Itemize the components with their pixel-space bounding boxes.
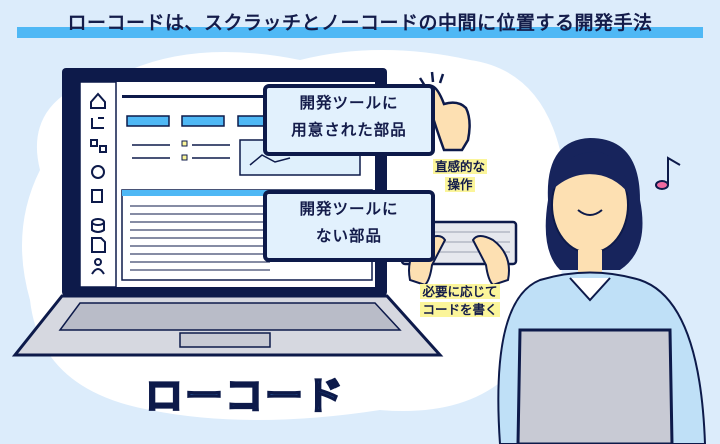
lowcode-logo: ローコード [144, 373, 346, 419]
label-text: 必要に応じて [420, 284, 500, 299]
component-block [181, 115, 225, 127]
laptop-back [516, 328, 674, 444]
label-text: 直感的な [432, 159, 487, 174]
bubble-missing-parts: 開発ツールに ない部品 [263, 190, 435, 262]
flow-icon [91, 117, 104, 129]
page-title: ローコードは、スクラッチとノーコードの中間に位置する開発手法 [67, 12, 653, 34]
right-hand [471, 235, 510, 287]
sidebar-icons [90, 92, 107, 275]
bubble-text: 開発ツールに [299, 94, 399, 112]
bubble-text: ない部品 [315, 227, 382, 245]
tree-icon [90, 139, 98, 147]
touchpad [179, 332, 271, 348]
bubble-text: 開発ツールに [299, 200, 399, 218]
gear-icon [91, 165, 105, 179]
copy-icon [91, 189, 103, 203]
bubble-prepared-parts: 開発ツールに 用意された部品 [263, 84, 435, 156]
sidebar [79, 81, 117, 288]
component-block [126, 115, 170, 127]
home-icon [90, 92, 106, 109]
label-intuitive: 直感的な 操作 [420, 158, 500, 194]
bubble-text: 用意された部品 [291, 121, 407, 139]
music-note-icon [655, 156, 681, 190]
label-write-code: 必要に応じて コードを書く [405, 283, 515, 319]
document-icon [91, 237, 106, 253]
label-text: 操作 [445, 177, 475, 192]
woman-illustration [497, 138, 707, 444]
label-text: コードを書く [420, 302, 500, 317]
title-highlight [17, 27, 703, 38]
users-icon [94, 258, 102, 266]
